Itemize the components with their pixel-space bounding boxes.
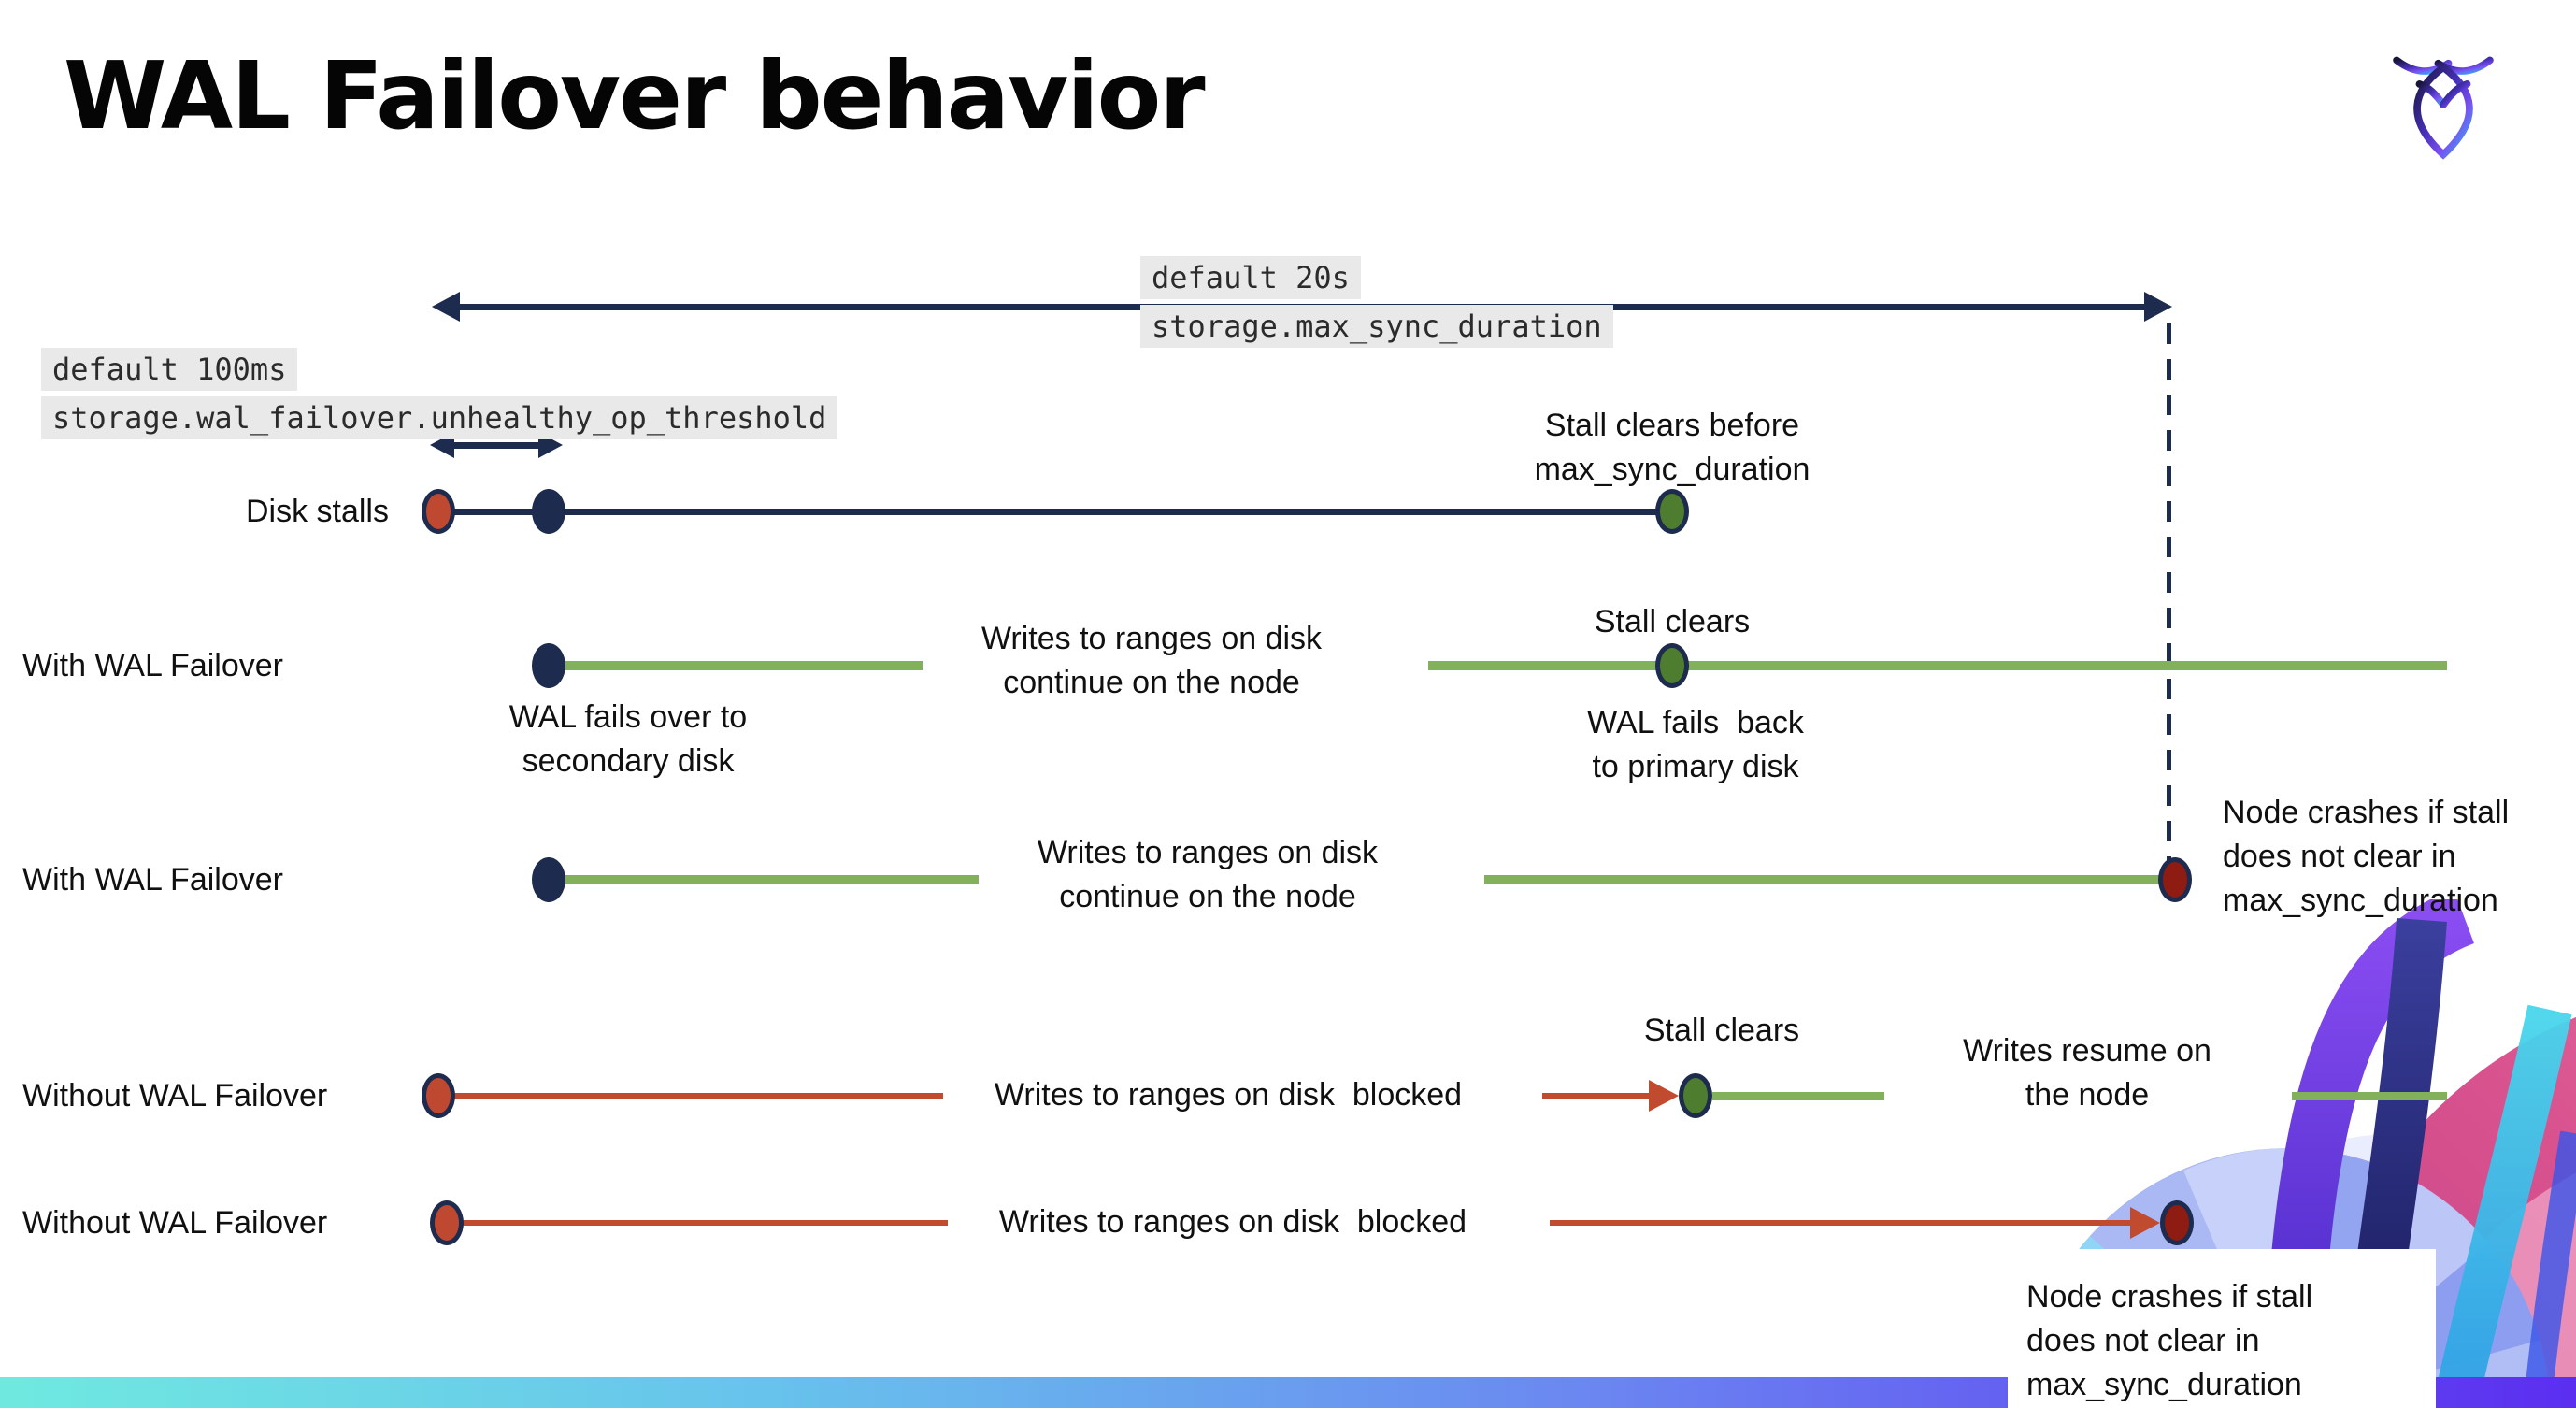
wwf2-crash-dot xyxy=(2158,857,2192,902)
wowf2-red-line-a xyxy=(447,1220,948,1226)
max-sync-dashed-line xyxy=(2167,323,2171,862)
wwf1-fails-back-label: WAL fails back to primary disk xyxy=(1587,705,1804,784)
unhealthy-default-label: default 100ms xyxy=(41,348,298,391)
wowf2-red-arrow-icon xyxy=(2130,1207,2160,1239)
wwf2-green-line-b xyxy=(1484,875,2159,884)
wwf2-node-crashes-label: Node crashes if stall does not clear in … xyxy=(2223,795,2510,918)
wowf1-stall-start-dot xyxy=(422,1073,455,1118)
wowf1-green-line-b xyxy=(2292,1092,2447,1100)
wowf1-red-line-b xyxy=(1542,1093,1653,1099)
row-label-without-wal-failover-2: Without WAL Failover xyxy=(22,1205,328,1241)
wowf1-writes-blocked-label: Writes to ranges on disk blocked xyxy=(994,1077,1463,1113)
wwf2-writes-continue-label: Writes to ranges on disk continue on the… xyxy=(1037,835,1379,914)
stall-start-dot xyxy=(422,489,455,534)
wwf2-green-line-a xyxy=(549,875,979,884)
wowf2-red-line-b xyxy=(1550,1220,2134,1226)
wwf1-green-line-b xyxy=(1428,661,1656,670)
max-sync-default-label: default 20s xyxy=(1140,256,1361,299)
arrow-left-head-icon xyxy=(432,292,460,322)
row-label-with-wal-failover-2: With WAL Failover xyxy=(22,862,283,898)
wowf2-crash-dot xyxy=(2160,1200,2194,1245)
wowf1-stall-clears-label: Stall clears xyxy=(1643,1013,1800,1048)
wowf1-red-arrow-icon xyxy=(1649,1080,1679,1112)
max-sync-setting-label: storage.max_sync_duration xyxy=(1140,305,1613,348)
page-title: WAL Failover behavior xyxy=(64,41,1206,151)
wwf1-green-line-c xyxy=(1688,661,2447,670)
wwf1-failover-dot xyxy=(532,643,565,688)
wwf1-stall-clear-dot xyxy=(1655,643,1689,688)
unhealthy-setting-label: storage.wal_failover.unhealthy_op_thresh… xyxy=(41,396,838,439)
wowf2-writes-blocked-label: Writes to ranges on disk blocked xyxy=(998,1204,1467,1240)
wowf1-writes-resume-label: Writes resume on the node xyxy=(1963,1033,2211,1113)
wwf1-green-line-a xyxy=(549,661,923,670)
wowf1-stall-clear-dot xyxy=(1679,1073,1712,1118)
wwf1-fails-over-label: WAL fails over to secondary disk xyxy=(508,699,748,779)
row-label-disk-stalls: Disk stalls xyxy=(245,494,389,529)
node-crashes-callout-box: Node crashes if stall does not clear in … xyxy=(2008,1249,2436,1408)
threshold-arrow-line xyxy=(452,442,540,449)
wowf1-green-line-a xyxy=(1712,1092,1884,1100)
wwf1-stall-clears-label: Stall clears xyxy=(1594,604,1751,639)
wwf2-failover-dot xyxy=(532,857,565,902)
row-label-without-wal-failover-1: Without WAL Failover xyxy=(22,1078,328,1113)
wowf2-stall-start-dot xyxy=(430,1200,464,1245)
wowf2-node-crashes-label: Node crashes if stall does not clear in … xyxy=(2026,1279,2313,1402)
arrow-right-head-icon xyxy=(2144,292,2172,322)
disk-stalls-timeline xyxy=(438,509,1672,515)
wwf1-writes-continue-label: Writes to ranges on disk continue on the… xyxy=(980,621,1323,700)
threshold-dot xyxy=(532,489,565,534)
row-label-with-wal-failover-1: With WAL Failover xyxy=(22,648,283,683)
cockroachdb-logo-icon xyxy=(2393,56,2494,160)
stall-clears-before-label: Stall clears before max_sync_duration xyxy=(1534,408,1810,487)
wowf1-red-line-a xyxy=(438,1093,943,1099)
stall-clear-dot xyxy=(1655,489,1689,534)
